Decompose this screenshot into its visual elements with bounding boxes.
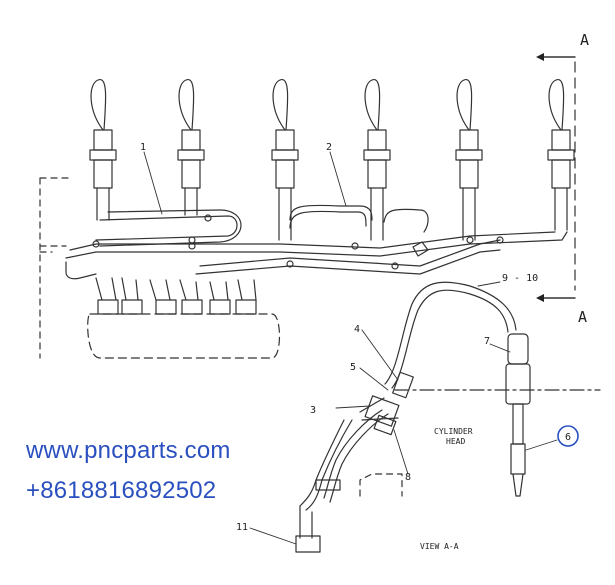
fuel-injector bbox=[455, 79, 483, 241]
section-marker-top bbox=[536, 53, 576, 61]
highlight-circle bbox=[557, 425, 579, 447]
callout-1: 1 bbox=[140, 142, 146, 153]
fuel-line-9-10 bbox=[384, 281, 517, 389]
callout-4: 4 bbox=[354, 324, 360, 335]
engine-outline-left bbox=[39, 177, 71, 359]
callout-3: 3 bbox=[310, 405, 316, 416]
pump-outlet-pipes bbox=[95, 277, 257, 315]
fuel-injector bbox=[177, 79, 205, 216]
fuel-line-1 bbox=[95, 209, 242, 247]
fuel-injector bbox=[363, 79, 391, 241]
leader-lines bbox=[143, 151, 558, 545]
section-label-bottom: A bbox=[578, 308, 587, 326]
callout-9-10: 9 - 10 bbox=[502, 273, 538, 284]
callout-5: 5 bbox=[350, 362, 356, 373]
section-marker-bottom bbox=[536, 294, 576, 302]
cylinder-head-label-line1: CYLINDER bbox=[434, 427, 473, 436]
fuel-injector bbox=[547, 79, 575, 231]
lower-fuel-line bbox=[295, 409, 389, 553]
fuel-line-2 bbox=[289, 204, 429, 233]
cylinder-head-label-line2: HEAD bbox=[446, 437, 465, 446]
view-label: VIEW A-A bbox=[420, 542, 459, 551]
main-fuel-rail bbox=[65, 231, 568, 280]
glow-heater bbox=[505, 333, 531, 497]
cylinder-head-outline bbox=[359, 473, 403, 497]
fuel-injector bbox=[271, 79, 299, 241]
callout-8: 8 bbox=[405, 472, 411, 483]
fuel-pump-outline bbox=[87, 313, 281, 359]
callout-7: 7 bbox=[484, 336, 490, 347]
watermark-phone: +8618816892502 bbox=[26, 477, 217, 504]
fuel-injector bbox=[89, 79, 117, 221]
callout-2: 2 bbox=[326, 142, 332, 153]
callout-11: 11 bbox=[236, 522, 248, 533]
watermark-website: www.pncparts.com bbox=[26, 437, 231, 464]
callout-6: 6 bbox=[565, 432, 571, 443]
section-label-top: A bbox=[580, 31, 589, 49]
